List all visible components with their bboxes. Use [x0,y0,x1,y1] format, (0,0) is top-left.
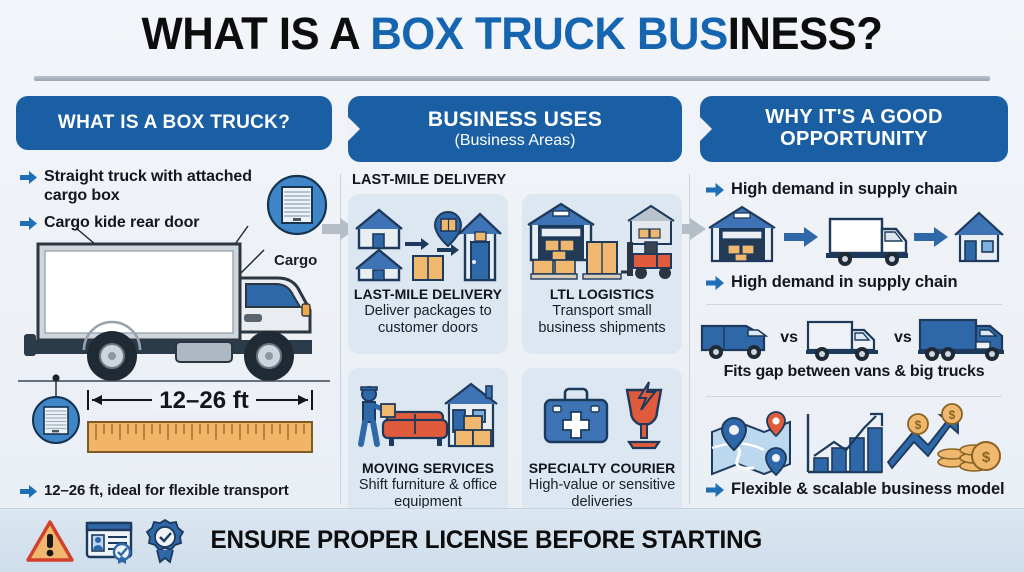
bullet-text: Cargo kide rear door [44,213,200,231]
box-truck-illustration [16,225,332,388]
column-3-header: WHY IT'S A GOOD OPPORTUNITY [700,96,1008,162]
columns-region: WHAT IS A BOX TRUCK? Straight truck with… [0,96,1024,524]
semi-truck-icon [917,314,1010,362]
column-2-subheader-text: (Business Areas) [454,132,576,150]
bullet-item: 12–26 ft, ideal for flexible transport [20,482,340,500]
section-divider-2 [706,396,1002,397]
card-desc: Transport small business shipments [538,303,666,336]
column-why-good-opportunity: WHY IT'S A GOOD OPPORTUNITY High demand … [700,96,1008,508]
bullet-item: Cargo kide rear door [20,214,270,233]
bullet-text: High demand in supply chain [731,273,958,292]
arrow-bullet-icon [706,183,724,197]
footer-text: ENSURE PROPER LICENSE BEFORE STARTING [210,526,763,554]
vehicle-comparison-row: vs vs [700,314,1008,362]
column-2-header: BUSINESS USES (Business Areas) [348,96,682,162]
vs-label: vs [780,329,798,346]
column-what-is-a-box-truck: WHAT IS A BOX TRUCK? Straight truck with… [16,96,332,508]
title-part-1: WHAT IS A [141,8,371,59]
card-moving-services[interactable]: MOVING SERVICES Shift furniture & office… [348,368,508,524]
bullet-text: Flexible & scalable business model [731,480,1005,498]
warehouse-forklift-icon [527,200,677,284]
cargo-callout-label: Cargo [274,252,318,269]
title-divider [34,76,990,81]
section-label-last-mile: LAST-MILE DELIVERY [352,172,507,188]
column-1-header-text: WHAT IS A BOX TRUCK? [57,112,291,134]
card-title: LTL LOGISTICS [549,286,655,302]
van-icon [698,314,774,362]
title-part-3: INESS? [727,8,883,59]
card-title: LAST-MILE DELIVERY [353,286,503,302]
houses-package-delivery-icon [353,200,503,284]
warning-triangle-icon [26,519,74,563]
bullet-item: High demand in supply chain [706,180,1008,199]
page-title: WHAT IS A BOX TRUCK BUSINESS? [0,8,1024,60]
bullet-text: Straight truck with attached cargo box [44,168,252,204]
column-1-header: WHAT IS A BOX TRUCK? [16,96,332,150]
card-desc: High-value or sensitive deliveries [528,477,676,510]
scalability-icons: $ $ $ [700,403,1008,480]
medical-case-fragile-icon [527,374,677,458]
section-vehicle-comparison: vs vs [700,314,1008,381]
column-divider-1 [340,174,341,504]
section-scalable-model: $ $ $ [700,403,1008,499]
card-desc: Shift furniture & office equipment [358,477,498,510]
card-specialty-courier[interactable]: SPECIALTY COURIER High-value or sensitiv… [522,368,682,524]
card-ltl-logistics[interactable]: LTL LOGISTICS Transport small business s… [522,194,682,354]
card-last-mile-delivery[interactable]: LAST-MILE DELIVERY Deliver packages to c… [348,194,508,354]
arrow-bullet-icon [706,483,724,497]
section-supply-chain: High demand in supply chain [700,172,1008,293]
license-card-icon [84,519,134,564]
svg-text:$: $ [915,418,922,432]
card-desc: Deliver packages to customer doors [364,303,492,336]
rollup-door-icon [266,174,328,236]
business-use-cards: LAST-MILE DELIVERY Deliver packages to c… [348,194,682,524]
arrow-bullet-icon [706,276,724,291]
arrow-bullet-icon [20,171,37,184]
box-truck-icon [804,314,888,362]
bullet-text: High demand in supply chain [731,180,958,198]
connector-arrow-1 [322,218,356,240]
card-title: SPECIALTY COURIER [528,460,676,476]
dimension-ruler: 12–26 ft [16,374,332,470]
mover-sofa-house-icon [353,374,503,458]
column-1-footer-bullet: 12–26 ft, ideal for flexible transport [20,474,340,500]
vs-label: vs [894,329,912,346]
bullet-item: Straight truck with attached cargo box [20,168,270,206]
section-divider-1 [706,304,1002,305]
connector-arrow-2 [672,218,706,240]
column-3-header-text: WHY IT'S A GOOD OPPORTUNITY [765,106,943,150]
bullet-text: 12–26 ft, ideal for flexible transport [44,482,289,499]
column-1-bullets: Straight truck with attached cargo box C… [20,160,270,233]
bullet-item: High demand in supply chain [706,273,1008,292]
supply-chain-flow-icon [700,199,1008,271]
title-part-2: BOX TRUCK BUS [370,8,728,59]
column-2-header-text: BUSINESS USES [427,107,603,131]
svg-text:$: $ [949,408,956,422]
footer-banner: ENSURE PROPER LICENSE BEFORE STARTING [0,508,1024,572]
vs-caption: Fits gap between vans & big trucks [723,363,985,380]
certified-badge-icon [144,518,186,564]
card-title: MOVING SERVICES [362,460,494,476]
arrow-bullet-icon [20,216,37,230]
bullet-item: Flexible & scalable business model [706,480,1008,499]
svg-text:$: $ [982,449,991,466]
column-business-uses: BUSINESS USES (Business Areas) LAST-MILE… [348,96,682,524]
dimension-value: 12–26 ft [159,387,248,414]
column-divider-2 [689,174,690,504]
arrow-bullet-icon [20,485,37,498]
